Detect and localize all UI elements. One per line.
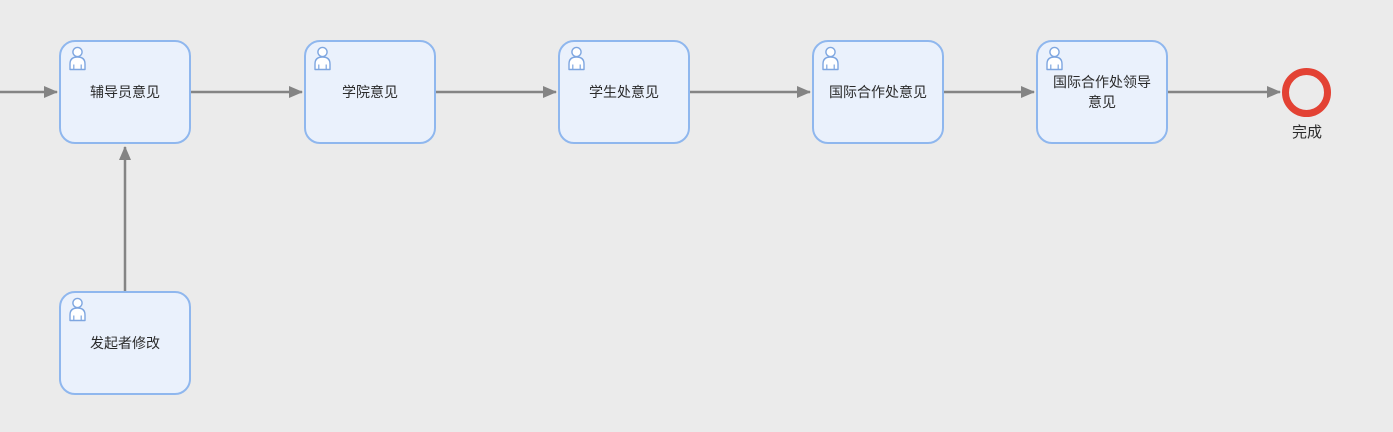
task-node-intl-coop-leader-opinion[interactable]: 国际合作处领导意见	[1036, 40, 1168, 144]
task-label: 学生处意见	[589, 83, 659, 100]
end-event-label: 完成	[1291, 124, 1322, 141]
task-label: 国际合作处意见	[829, 83, 927, 100]
task-node-student-affairs-opinion[interactable]: 学生处意见	[558, 40, 690, 144]
task-label: 国际合作处领导意见	[1053, 73, 1151, 110]
task-label: 学院意见	[342, 83, 398, 100]
task-node-college-opinion[interactable]: 学院意见	[304, 40, 436, 144]
user-icon	[69, 46, 86, 71]
task-node-counselor-opinion[interactable]: 辅导员意见	[59, 40, 191, 144]
task-label: 辅导员意见	[90, 83, 160, 100]
user-icon	[1046, 46, 1063, 71]
user-icon	[69, 297, 86, 322]
task-label: 发起者修改	[90, 334, 160, 351]
task-node-initiator-revise[interactable]: 发起者修改	[59, 291, 191, 395]
end-event-circle[interactable]	[1282, 68, 1331, 117]
user-icon	[568, 46, 585, 71]
task-node-intl-coop-opinion[interactable]: 国际合作处意见	[812, 40, 944, 144]
user-icon	[314, 46, 331, 71]
user-icon	[822, 46, 839, 71]
